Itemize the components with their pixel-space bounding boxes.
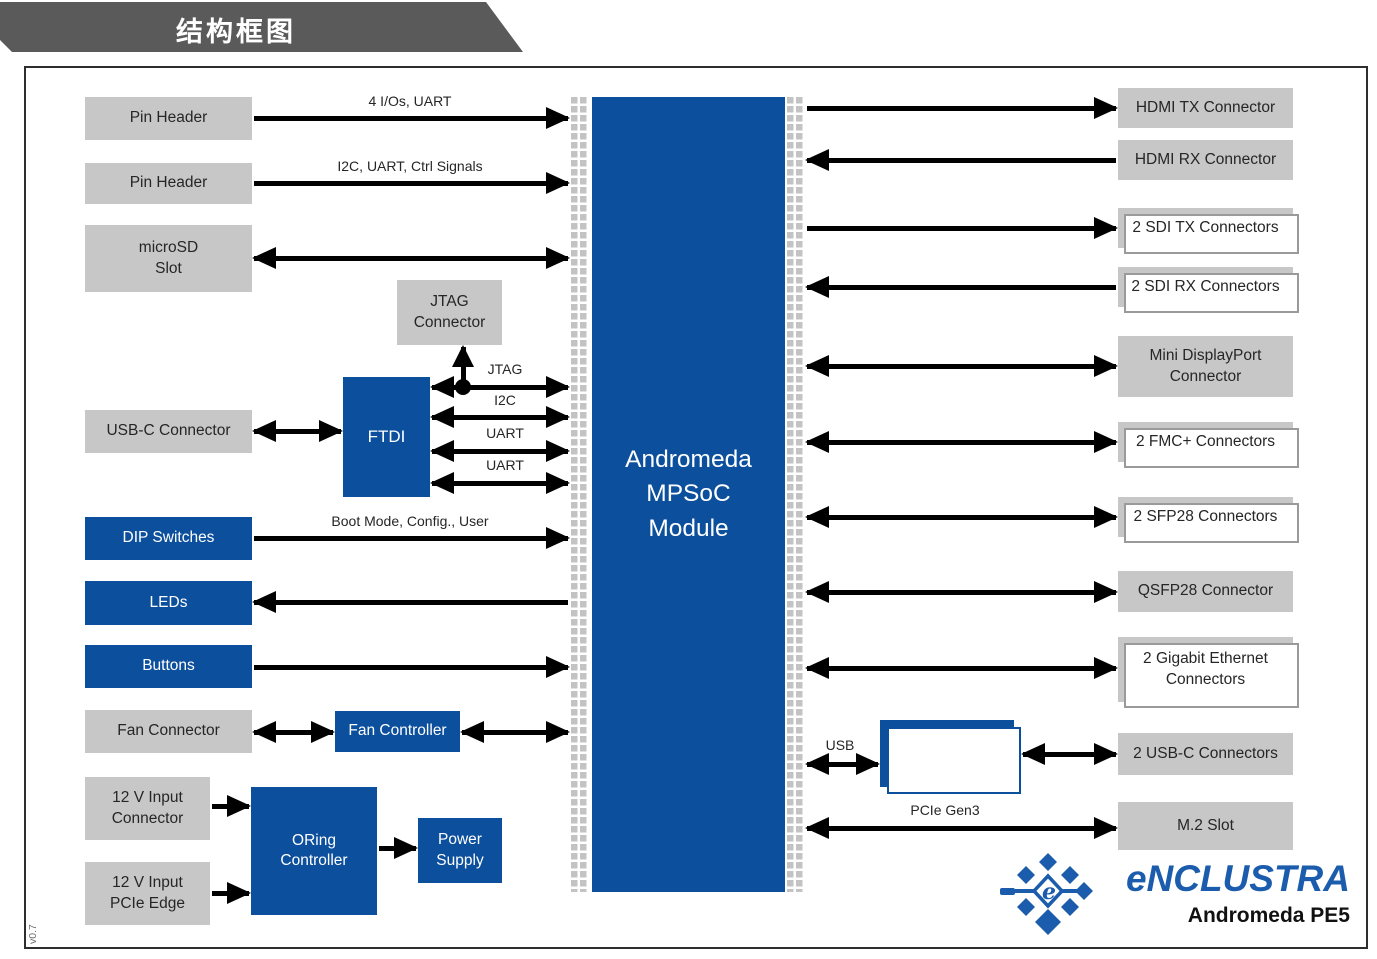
arrow-ftdi-uart-2: [430, 471, 570, 495]
box-fan-connector: Fan Connector: [85, 710, 252, 753]
arrow-ftdi-uart-1: [430, 439, 570, 463]
box-leds: LEDs: [85, 581, 252, 625]
label-pcie-gen3: PCIe Gen3: [910, 802, 980, 818]
arrow-fmc: [805, 430, 1118, 454]
pin-strip-right: [787, 97, 804, 892]
arrow-hdmi-tx: [805, 96, 1118, 120]
box-fmc-connectors: 2 FMC+ Connectors: [1118, 422, 1299, 468]
box-usb-c-connectors: 2 USB-C Connectors: [1118, 733, 1293, 775]
box-12v-pcie-edge: 12 V Input PCIe Edge: [85, 862, 210, 925]
box-hdmi-tx: HDMI TX Connector: [1118, 88, 1293, 128]
center-module: Andromeda MPSoC Module: [592, 97, 785, 892]
brand-text: eNCLUSTRA: [1125, 858, 1350, 899]
arrow-controllers-usb-connectors: [1021, 742, 1118, 766]
arrow-ftdi-i2c: [430, 405, 570, 429]
label-dip-switches-signal: Boot Mode, Config., User: [331, 513, 489, 529]
arrow-sdi-rx: [805, 275, 1118, 299]
box-sdi-rx: 2 SDI RX Connectors: [1118, 267, 1299, 313]
arrow-hdmi-rx: [805, 148, 1118, 172]
box-ftdi: FTDI: [343, 377, 430, 497]
box-qsfp28-connector: QSFP28 Connector: [1118, 571, 1293, 612]
label-usb-signal: USB: [825, 737, 855, 753]
product-name: Andromeda PE5: [1187, 904, 1350, 927]
page-title: 结构框图: [176, 17, 296, 47]
label-pin-header-1-signal: 4 I/Os, UART: [368, 93, 452, 109]
box-usb-c-controllers: 2 USB-C Controllers: [880, 720, 1021, 794]
arrow-qsfp28: [805, 580, 1118, 604]
arrow-jtag-connector: [451, 345, 475, 391]
box-hdmi-rx: HDMI RX Connector: [1118, 140, 1293, 180]
box-jtag-connector: JTAG Connector: [397, 280, 502, 345]
box-oring-controller: ORing Controller: [251, 787, 377, 915]
title-banner: 结构框图: [0, 2, 523, 52]
pin-strip-left: [571, 97, 588, 892]
box-m2-slot: M.2 Slot: [1118, 802, 1293, 850]
label-ftdi-uart-2: UART: [486, 457, 524, 473]
box-microsd-slot: microSD Slot: [85, 225, 252, 292]
label-pin-header-2-signal: I2C, UART, Ctrl Signals: [337, 158, 483, 174]
arrow-gigabit-ethernet: [805, 656, 1118, 680]
label-ftdi-uart-1: UART: [486, 425, 524, 441]
arrow-pcie-edge-oring: [210, 881, 251, 905]
box-dip-switches: DIP Switches: [85, 517, 252, 560]
arrow-oring-power-supply: [377, 836, 418, 860]
arrow-pin-header-1: [252, 106, 570, 130]
arrow-dip-switches: [252, 526, 570, 550]
box-usb-c-connector: USB-C Connector: [85, 410, 252, 453]
arrow-mini-displayport: [805, 354, 1118, 378]
arrow-usbc-ftdi: [252, 419, 343, 443]
box-pin-header-1: Pin Header: [85, 97, 252, 140]
version-label: v0.7: [27, 924, 39, 944]
label-ftdi-i2c: I2C: [494, 392, 516, 408]
box-gigabit-ethernet: 2 Gigabit Ethernet Connectors: [1118, 637, 1299, 708]
arrow-m2-slot: [805, 816, 1118, 840]
box-mini-displayport: Mini DisplayPort Connector: [1118, 336, 1293, 397]
box-12v-input-connector: 12 V Input Connector: [85, 777, 210, 840]
arrow-pin-header-2: [252, 171, 570, 195]
arrow-sfp28: [805, 505, 1118, 529]
arrow-ftdi-jtag: [430, 375, 570, 399]
arrow-leds: [252, 590, 570, 614]
box-sdi-tx: 2 SDI TX Connectors: [1118, 208, 1299, 254]
box-power-supply: Power Supply: [418, 818, 502, 883]
box-fan-controller: Fan Controller: [335, 711, 460, 752]
enclustra-logo-icon: e: [1000, 853, 1093, 935]
arrow-12v-connector-oring: [210, 794, 251, 818]
arrow-buttons: [252, 655, 570, 679]
box-pin-header-2: Pin Header: [85, 163, 252, 204]
jtag-junction-dot: [455, 379, 471, 395]
svg-text:e: e: [1042, 879, 1056, 905]
label-ftdi-jtag: JTAG: [487, 361, 523, 377]
frame-border: [24, 66, 1368, 949]
box-buttons: Buttons: [85, 645, 252, 688]
box-sfp28-connectors: 2 SFP28 Connectors: [1118, 497, 1299, 543]
arrow-fan-connector: [252, 720, 335, 744]
arrow-microsd: [252, 246, 570, 270]
arrow-fan-controller: [460, 720, 570, 744]
arrow-usb-module-controllers: [805, 752, 880, 776]
arrow-sdi-tx: [805, 216, 1118, 240]
